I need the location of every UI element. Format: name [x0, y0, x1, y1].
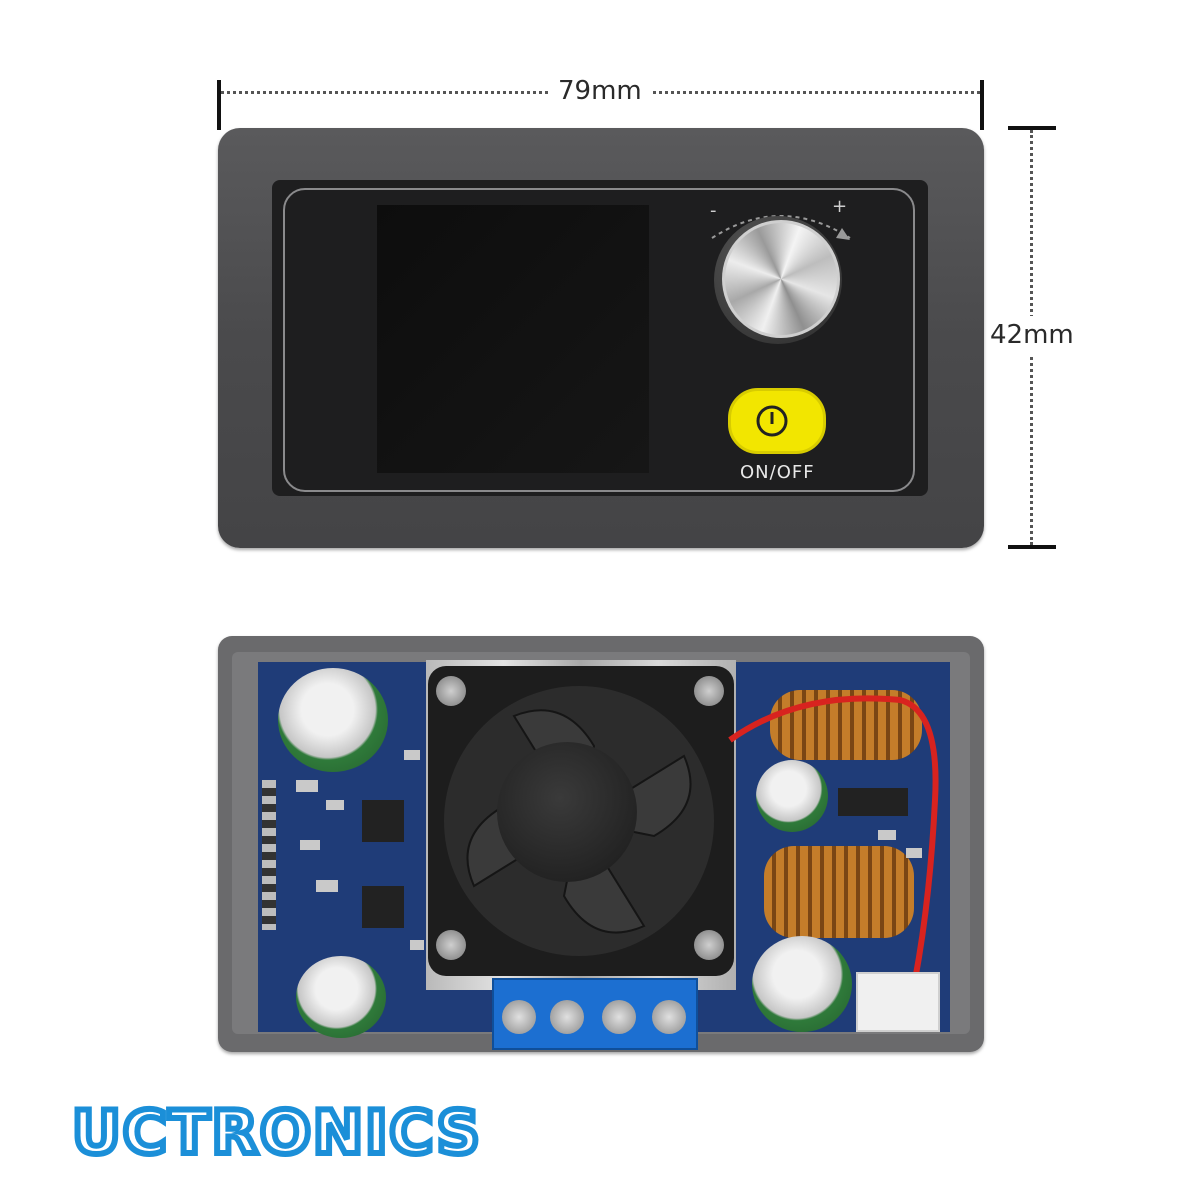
smd-component [878, 830, 896, 840]
width-dimension-right-tick [980, 80, 984, 130]
fan-screw-top-right [694, 676, 724, 706]
width-dimension-label: 79mm [548, 76, 652, 106]
rotary-knob[interactable] [722, 220, 840, 338]
side-pin-header [262, 780, 276, 930]
capacitor-right-bottom [752, 936, 852, 1032]
terminal-screw-3 [602, 1000, 636, 1034]
smd-component [326, 800, 344, 810]
knob-minus-label: - [710, 200, 717, 221]
power-button[interactable] [728, 388, 826, 454]
ic-chip-2 [362, 886, 404, 928]
brand-logo: UCTRONICS [69, 1095, 483, 1171]
terminal-screw-1 [502, 1000, 536, 1034]
front-panel-border [283, 188, 915, 492]
red-fan-wire [728, 695, 939, 981]
terminal-screw-2 [550, 1000, 584, 1034]
inductor-coil-bottom [764, 846, 914, 938]
smd-component [316, 880, 338, 892]
smd-component [404, 750, 420, 760]
fan-screw-bottom-left [436, 930, 466, 960]
ic-chip-1 [362, 800, 404, 842]
smd-component [300, 840, 320, 850]
capacitor-top-left [278, 668, 388, 772]
fan-connector [856, 972, 940, 1032]
smd-component [296, 780, 318, 792]
terminal-screw-4 [652, 1000, 686, 1034]
height-dimension-bottom-tick [1008, 545, 1056, 549]
fan-hub [497, 742, 637, 882]
height-dimension-top-tick [1008, 126, 1056, 130]
width-dimension-left-tick [217, 80, 221, 130]
fan-screw-bottom-right [694, 930, 724, 960]
lcd-screen [377, 205, 649, 473]
power-button-label: ON/OFF [740, 462, 815, 483]
knob-plus-label: + [832, 196, 848, 217]
ic-chip-3 [838, 788, 908, 816]
smd-component [906, 848, 922, 858]
capacitor-bottom-left [296, 956, 386, 1038]
height-dimension-label: 42mm [982, 316, 1082, 354]
smd-component [410, 940, 424, 950]
power-icon [756, 405, 788, 437]
capacitor-right-middle [756, 760, 828, 832]
fan-screw-top-left [436, 676, 466, 706]
